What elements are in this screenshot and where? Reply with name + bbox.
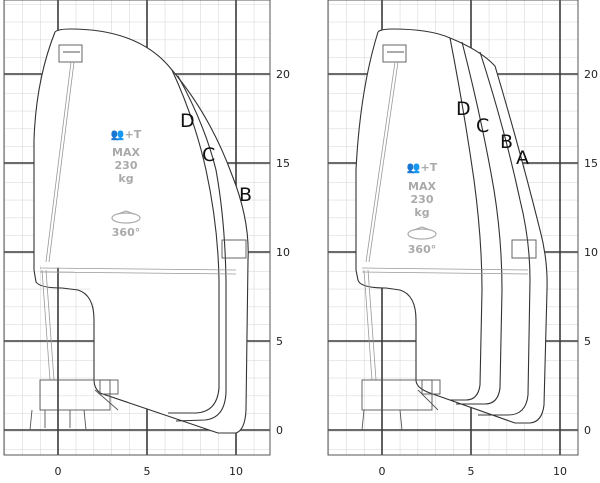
chassis xyxy=(39,379,111,411)
left-envelope-base xyxy=(33,31,219,434)
right-machine-sketch xyxy=(361,44,537,431)
svg-text:0: 0 xyxy=(276,424,283,437)
svg-text:15: 15 xyxy=(276,157,290,170)
capacity-value: 230 xyxy=(115,159,138,172)
svg-text:0: 0 xyxy=(584,424,591,437)
right-envelope-A xyxy=(356,29,548,423)
svg-text:230: 230 xyxy=(411,193,434,206)
svg-text:15: 15 xyxy=(584,157,598,170)
persons-tools-icon: 👥+T xyxy=(407,161,438,174)
svg-text:20: 20 xyxy=(276,68,290,81)
left-label-B: B xyxy=(239,184,252,206)
svg-text:MAX: MAX xyxy=(408,180,436,193)
right-curve-C xyxy=(456,41,503,405)
rotation-label: 360° xyxy=(112,226,140,239)
svg-text:5: 5 xyxy=(468,465,475,478)
rotation-icon xyxy=(111,212,141,224)
left-capacity-annotation: 👥+T MAX 230 kg 360° xyxy=(111,128,142,239)
left-label-C: C xyxy=(202,144,215,166)
left-machine-sketch xyxy=(29,44,247,431)
rotation-icon xyxy=(407,228,437,240)
right-label-B: B xyxy=(500,131,513,153)
svg-text:10: 10 xyxy=(276,246,290,259)
svg-text:20: 20 xyxy=(584,68,598,81)
svg-text:5: 5 xyxy=(584,335,591,348)
svg-text:360°: 360° xyxy=(408,243,436,256)
right-label-D: D xyxy=(456,98,471,120)
svg-text:10: 10 xyxy=(553,465,567,478)
svg-text:0: 0 xyxy=(55,465,62,478)
right-diagram: 👥+T MAX 230 kg 360° D C B A 0 5 10 0 5 1… xyxy=(327,0,598,478)
right-capacity-annotation: 👥+T MAX 230 kg 360° xyxy=(407,161,438,256)
left-x-axis-ticks: 0 5 10 xyxy=(55,465,244,478)
lower-boom xyxy=(41,269,51,381)
svg-text:10: 10 xyxy=(229,465,243,478)
right-curve-D xyxy=(449,37,483,401)
svg-text:kg: kg xyxy=(414,206,429,219)
upper-boom xyxy=(45,61,72,263)
right-curve-A xyxy=(377,28,548,424)
right-envelope-base xyxy=(355,31,516,424)
left-curve-C xyxy=(175,75,227,422)
horizontal-boom xyxy=(39,267,237,271)
left-envelope-B xyxy=(34,29,249,433)
outrigger xyxy=(29,409,33,431)
right-x-axis-ticks: 0 5 10 xyxy=(379,465,568,478)
right-label-A: A xyxy=(516,147,529,169)
right-frame xyxy=(327,0,579,456)
right-curve-B xyxy=(478,51,531,416)
platform-basket-top xyxy=(58,44,83,63)
left-y-axis-ticks: 0 5 10 15 20 xyxy=(276,68,290,437)
svg-text:5: 5 xyxy=(276,335,283,348)
persons-tools-icon: 👥+T xyxy=(111,128,142,141)
svg-text:0: 0 xyxy=(379,465,386,478)
right-label-C: C xyxy=(476,115,489,137)
right-y-axis-ticks: 0 5 10 15 20 xyxy=(584,68,598,437)
capacity-label: MAX xyxy=(112,146,140,159)
left-curve-B xyxy=(54,28,249,434)
left-label-D: D xyxy=(180,110,195,132)
left-curve-D xyxy=(168,69,220,414)
platform-basket-side xyxy=(221,239,247,259)
svg-text:5: 5 xyxy=(144,465,151,478)
svg-text:10: 10 xyxy=(584,246,598,259)
capacity-unit: kg xyxy=(118,172,133,185)
left-diagram: 👥+T MAX 230 kg 360° D C B 0 5 10 0 5 10 … xyxy=(3,0,290,478)
left-frame xyxy=(3,0,271,456)
